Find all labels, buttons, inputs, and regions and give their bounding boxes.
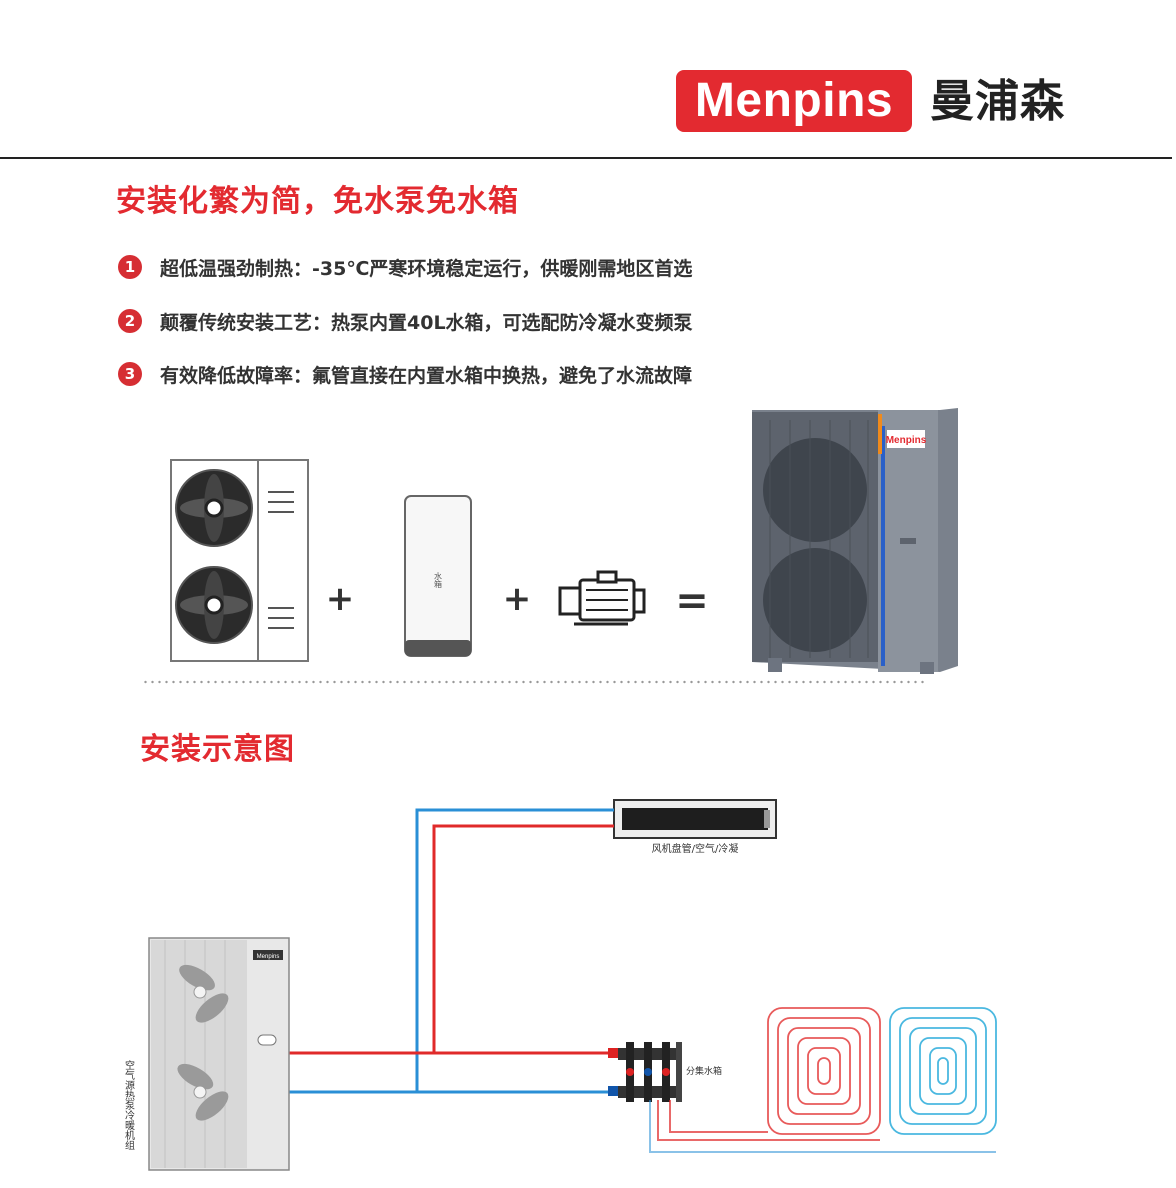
brand-name-cn: 曼浦森 [930,76,1065,127]
feature-number-badge: 3 [118,362,142,386]
outdoor-heat-pump-unit: Menpins [148,937,290,1171]
outdoor-unit-badge: Menpins [257,954,280,960]
floor-heating-coil-cold [889,1007,997,1135]
fan-icon [179,964,229,1023]
water-tank-label: 水箱 [434,571,443,589]
fan-icon [175,566,253,644]
feature-number-badge: 2 [118,309,142,333]
water-manifold [608,1042,682,1102]
equals-sign: = [675,578,709,624]
fan-coil-label: 风机盘管/空气/冷凝 [652,842,739,855]
feature-number-badge: 1 [118,255,142,279]
section-title-install: 安装化繁为简，免水泵免水箱 [116,184,519,219]
feature-item-1: 1 超低温强劲制热：-35℃严寒环境稳定运行，供暖刚需地区首选 [118,252,692,282]
feature-item-2: 2 颠覆传统安装工艺：热泵内置40L水箱，可选配防冷凝水变频泵 [118,306,693,336]
water-tank-icon: 水箱 [404,495,472,657]
feature-text: 有效降低故障率：氟管直接在内置水箱中换热，避免了水流故障 [160,364,693,387]
refrigerant-pipes [288,808,620,1094]
unit-brand-badge: Menpins [886,435,927,446]
plus-sign: + [326,579,355,619]
fan-coil-unit [613,799,777,839]
feature-text: 颠覆传统安装工艺：热泵内置40L水箱，可选配防冷凝水变频泵 [160,311,693,334]
installation-diagram: 风机盘管/空气/冷凝 Menpins 空气源热泵冷暖机组 [123,799,997,1171]
water-pump-icon [558,570,646,626]
product-equation-illustration: + 水箱 + = Menpins [170,408,958,674]
integrated-heat-pump-unit: Menpins [752,408,958,674]
feature-item-3: 3 有效降低故障率：氟管直接在内置水箱中换热，避免了水流故障 [118,359,692,389]
outdoor-unit-icon [170,459,309,662]
dotted-divider [142,680,928,684]
brand-logo-en: Menpins [676,70,912,132]
floor-heating-coil-hot [767,1007,881,1135]
plus-sign: + [503,579,532,619]
floor-heating-pipes [649,1100,996,1153]
header-divider [0,157,1172,159]
manifold-label: 分集水箱 [686,1065,722,1077]
outdoor-unit-label: 空气源热泵冷暖机组 [123,1059,135,1150]
feature-text: 超低温强劲制热：-35℃严寒环境稳定运行，供暖刚需地区首选 [160,257,693,280]
fan-icon [177,1063,229,1121]
fan-icon [175,469,253,547]
section-title-diagram: 安装示意图 [140,732,295,767]
